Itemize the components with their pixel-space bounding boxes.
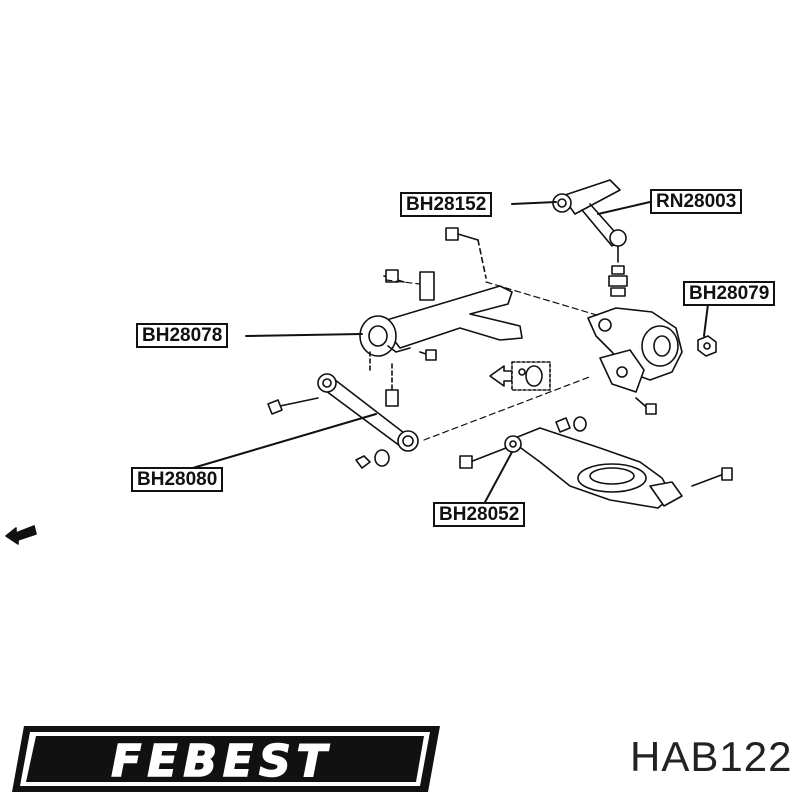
part-label-rn28003: RN28003 bbox=[650, 189, 743, 214]
part-label-bh28079: BH28079 bbox=[683, 281, 776, 306]
febest-logo: FEBEST bbox=[12, 726, 440, 792]
svg-text:FEBEST: FEBEST bbox=[111, 736, 332, 787]
lower-arm-drawing bbox=[459, 416, 733, 509]
direction-arrow-drawing bbox=[5, 525, 37, 545]
alignment-lines bbox=[385, 279, 601, 441]
bolt-top-drawing bbox=[445, 227, 487, 279]
upper-arm-drawing bbox=[552, 179, 628, 297]
part-label-bh28080: BH28080 bbox=[131, 467, 224, 492]
knuckle-drawing bbox=[587, 307, 683, 415]
catalog-number: HAB122 bbox=[630, 733, 793, 780]
bushing-kit-drawing bbox=[489, 361, 551, 391]
part-label-bh28152: BH28152 bbox=[400, 192, 493, 217]
lateral-link-drawing bbox=[267, 373, 419, 469]
part-label-bh28078: BH28078 bbox=[136, 323, 229, 348]
trailing-arm-drawing bbox=[359, 269, 523, 407]
part-label-bh28052: BH28052 bbox=[433, 502, 526, 527]
nut-drawing bbox=[697, 335, 717, 357]
